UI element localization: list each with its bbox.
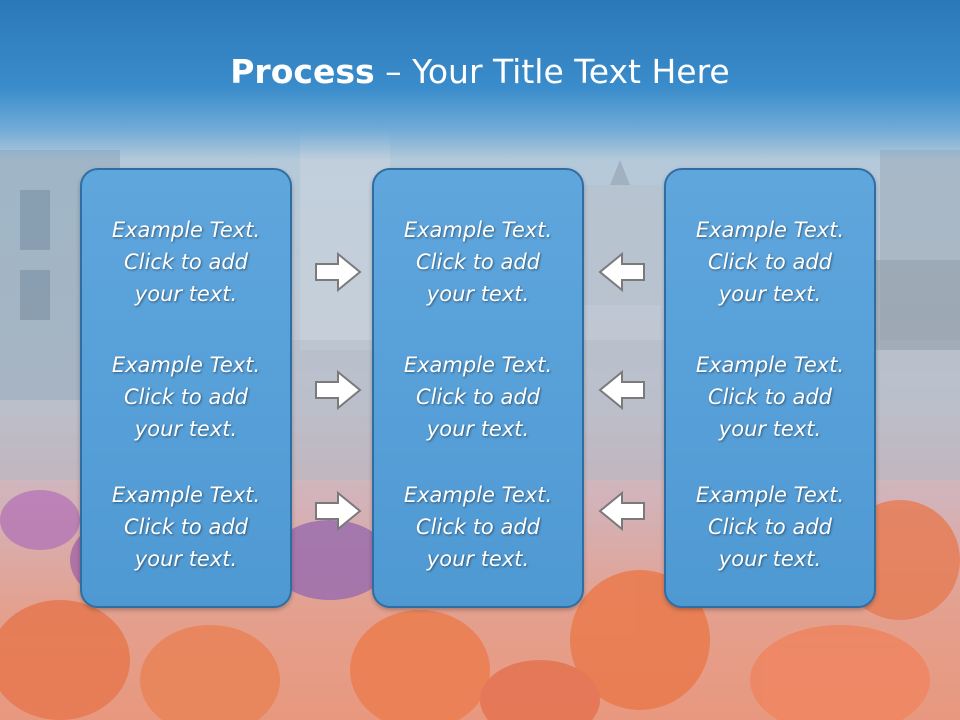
text-line: your text. [426,417,530,441]
text-line: Click to add [415,250,540,274]
text-line: Example Text. [403,483,553,507]
text-line: your text. [134,282,238,306]
text-line: Example Text. [695,218,845,242]
text-placeholder[interactable]: Example Text. Click to add your text. [82,479,290,575]
text-line: your text. [426,547,530,571]
text-placeholder[interactable]: Example Text. Click to add your text. [374,479,582,575]
title-rest: – Your Title Text Here [374,52,730,91]
text-line: your text. [718,282,822,306]
text-line: your text. [718,547,822,571]
text-line: your text. [134,547,238,571]
process-column-1[interactable]: Example Text. Click to add your text. Ex… [80,168,292,608]
arrow-right-icon [315,252,362,292]
process-column-3[interactable]: Example Text. Click to add your text. Ex… [664,168,876,608]
text-line: your text. [426,282,530,306]
text-line: Example Text. [111,353,261,377]
text-line: Example Text. [403,218,553,242]
text-placeholder[interactable]: Example Text. Click to add your text. [666,214,874,310]
process-column-2[interactable]: Example Text. Click to add your text. Ex… [372,168,584,608]
text-line: Click to add [707,385,832,409]
text-line: your text. [134,417,238,441]
text-line: Click to add [707,250,832,274]
text-placeholder[interactable]: Example Text. Click to add your text. [374,214,582,310]
text-line: Click to add [415,385,540,409]
text-line: Example Text. [695,353,845,377]
text-placeholder[interactable]: Example Text. Click to add your text. [82,349,290,445]
text-placeholder[interactable]: Example Text. Click to add your text. [666,349,874,445]
text-line: Click to add [415,515,540,539]
text-line: Click to add [123,250,248,274]
text-line: Click to add [123,515,248,539]
text-placeholder[interactable]: Example Text. Click to add your text. [82,214,290,310]
text-line: your text. [718,417,822,441]
text-line: Example Text. [695,483,845,507]
text-line: Example Text. [403,353,553,377]
text-line: Click to add [123,385,248,409]
title-bold: Process [230,52,375,91]
text-placeholder[interactable]: Example Text. Click to add your text. [666,479,874,575]
arrow-right-icon [315,370,362,410]
arrow-left-icon [598,252,645,292]
title-bar [0,0,960,160]
arrow-left-icon [598,370,645,410]
arrow-left-icon [598,491,645,531]
slide-title[interactable]: Process – Your Title Text Here [0,52,960,91]
text-line: Example Text. [111,218,261,242]
text-line: Click to add [707,515,832,539]
text-placeholder[interactable]: Example Text. Click to add your text. [374,349,582,445]
text-line: Example Text. [111,483,261,507]
arrow-right-icon [315,491,362,531]
